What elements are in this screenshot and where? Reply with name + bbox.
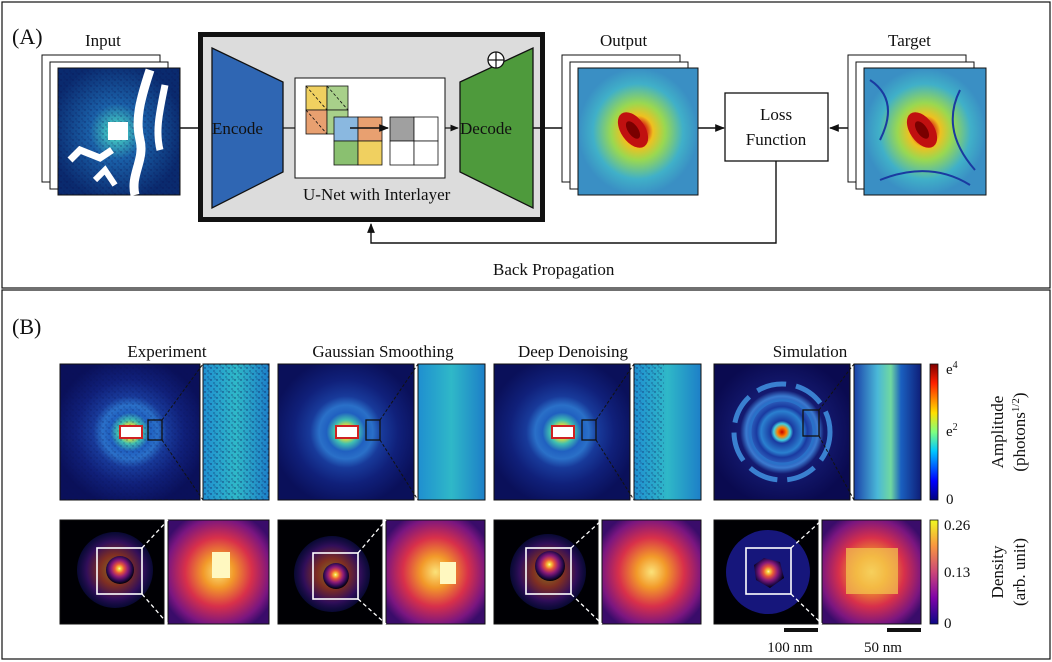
scale-label-100nm: 100 nm <box>767 640 813 656</box>
output-stack: Output <box>561 31 699 196</box>
loss-label-line2: Function <box>746 130 807 149</box>
column-title-gaussian: Gaussian Smoothing <box>312 342 454 361</box>
interlayer-grid-icon <box>305 85 383 166</box>
density-experiment <box>59 519 270 625</box>
diffraction-gaussian <box>277 363 486 501</box>
panel-b-label: (B) <box>12 314 41 339</box>
backprop-label: Back Propagation <box>493 260 615 279</box>
target-stack: Target <box>847 31 987 196</box>
panel-a-frame <box>1 1 1051 289</box>
loss-function-box <box>724 92 829 162</box>
dens-tick-top: 0.26 <box>944 518 971 534</box>
loss-label-line1: Loss <box>760 105 792 124</box>
scale-bar-100nm <box>784 628 818 632</box>
target-title: Target <box>888 31 931 50</box>
density-unit: (arb. unit) <box>1010 538 1029 606</box>
input-title: Input <box>85 31 121 50</box>
unet-label: U-Net with Interlayer <box>303 185 451 204</box>
density-deep <box>493 519 702 625</box>
density-gaussian <box>277 519 486 625</box>
amp-tick-0: 0 <box>946 492 954 508</box>
amp-tick-e2: e2 <box>946 422 958 440</box>
density-colorbar <box>929 519 939 625</box>
panel-b-frame <box>1 289 1051 660</box>
amp-tick-e4: e4 <box>946 360 958 378</box>
amplitude-unit: (photons1/2) <box>1010 392 1029 471</box>
column-title-experiment: Experiment <box>127 342 207 361</box>
input-beamstop <box>108 122 128 140</box>
scale-label-50nm: 50 nm <box>864 640 902 656</box>
panel-a-label: (A) <box>12 24 43 49</box>
decode-label: Decode <box>460 119 512 138</box>
output-title: Output <box>600 31 648 50</box>
diffraction-simulation <box>713 363 922 501</box>
column-title-deep: Deep Denoising <box>518 342 629 361</box>
encode-block <box>211 46 284 210</box>
output-grid-icon <box>389 116 439 166</box>
column-title-simulation: Simulation <box>773 342 848 361</box>
density-label: Density <box>988 545 1007 598</box>
backprop-arrow <box>367 161 777 244</box>
decode-block <box>459 46 534 210</box>
dens-tick-mid: 0.13 <box>944 565 970 581</box>
scale-bar-50nm <box>887 628 921 632</box>
diffraction-experiment <box>59 363 270 501</box>
diffraction-deep <box>493 363 702 501</box>
density-simulation <box>713 519 922 625</box>
encode-label: Encode <box>212 119 263 138</box>
input-mask-stroke <box>129 68 155 197</box>
amplitude-label: Amplitude <box>988 396 1007 469</box>
input-stack: Input <box>41 31 181 197</box>
dens-tick-bottom: 0 <box>944 616 952 632</box>
amplitude-colorbar <box>929 363 939 501</box>
unet-block: Encode Decode U-Net with In <box>198 32 545 222</box>
